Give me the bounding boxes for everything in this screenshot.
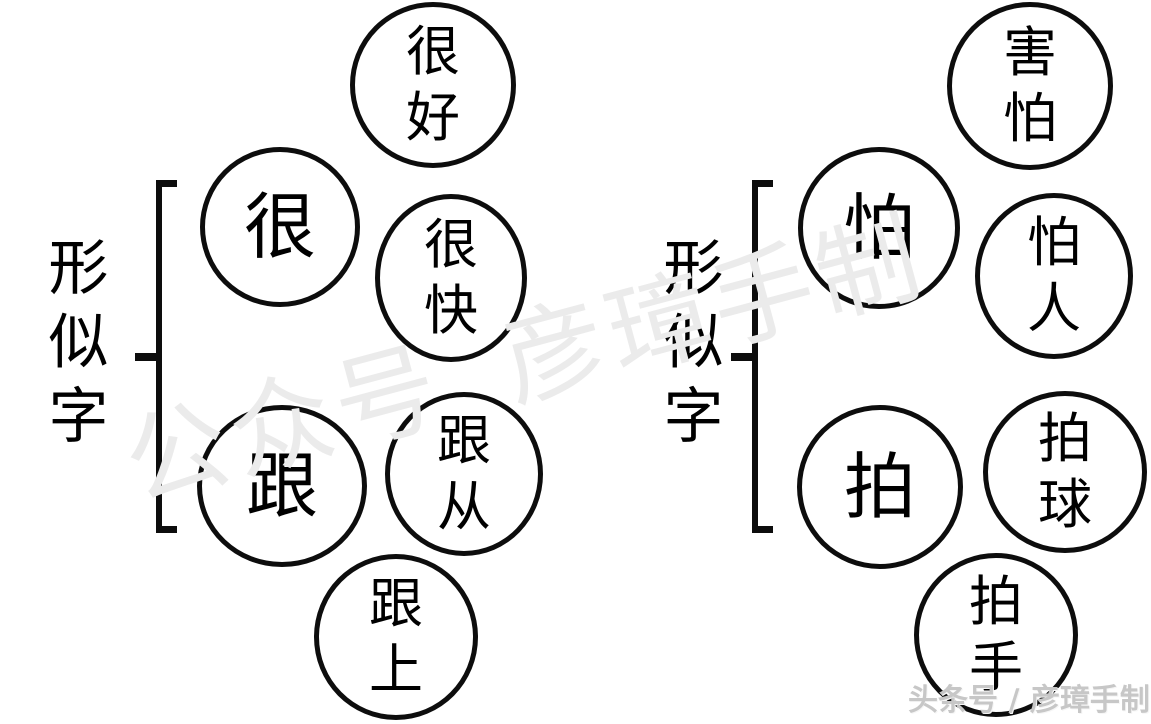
right-bracket-bottom-tick [752, 526, 773, 533]
left-category-label: 形似字 [38, 236, 108, 458]
circle-gen-shang: 跟上 [314, 554, 478, 720]
circle-gen-cong: 跟从 [385, 392, 543, 556]
word-hen-kuai: 很快 [424, 213, 478, 342]
right-bracket-top-tick [752, 180, 773, 187]
right-bracket-middle-nub [731, 353, 756, 361]
circle-pai-shou: 拍手 [914, 553, 1078, 717]
left-bracket-middle-nub [135, 353, 160, 361]
word-gen-cong: 跟从 [437, 409, 491, 538]
circle-hen-kuai: 很快 [375, 194, 527, 362]
circle-pa-ren: 怕人 [975, 193, 1133, 359]
circle-pai: 拍 [797, 405, 963, 569]
word-gen-shang: 跟上 [369, 572, 423, 701]
circle-gen: 跟 [197, 405, 367, 567]
base-char-pai: 拍 [843, 445, 916, 529]
word-pa-ren: 怕人 [1027, 211, 1081, 340]
circle-pai-qiu: 拍球 [983, 391, 1147, 553]
word-hai-pa: 害怕 [1003, 21, 1057, 150]
word-pai-shou: 拍手 [969, 570, 1023, 699]
left-bracket-top-tick [156, 180, 177, 187]
word-hen-hao: 很好 [406, 20, 460, 149]
circle-pa: 怕 [798, 147, 960, 309]
word-pai-qiu: 拍球 [1038, 407, 1092, 536]
left-bracket-bottom-tick [156, 526, 177, 533]
base-char-pa: 怕 [842, 186, 915, 270]
right-category-label: 形似字 [653, 236, 723, 458]
base-char-hen: 很 [243, 185, 316, 269]
circle-hen-hao: 很好 [350, 2, 516, 168]
circle-hai-pa: 害怕 [947, 2, 1113, 170]
base-char-gen: 跟 [245, 444, 318, 528]
circle-hen: 很 [200, 147, 360, 307]
